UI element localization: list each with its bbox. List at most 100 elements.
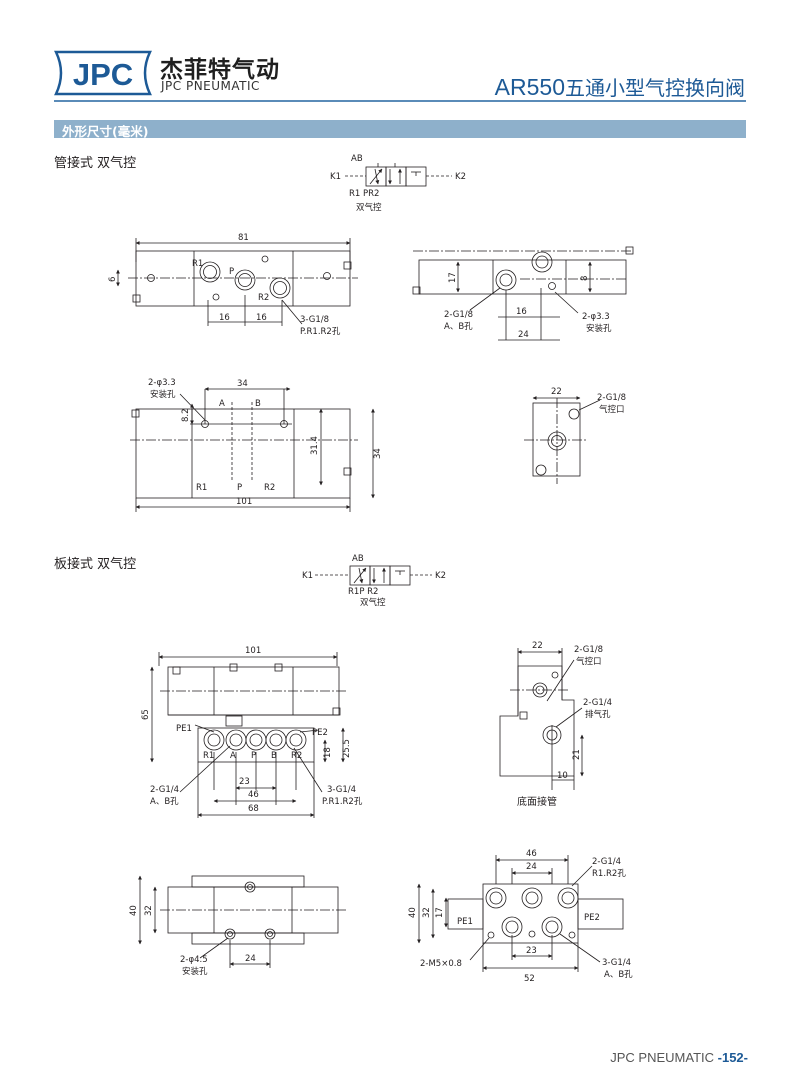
plate-symbol-ab: AB xyxy=(352,554,364,564)
tube-side-view xyxy=(412,246,634,341)
plate-base-dim-24: 24 xyxy=(526,862,537,872)
page-title: AR550五通小型气控换向阀 xyxy=(470,72,745,101)
brand-name-en: JPC PNEUMATIC xyxy=(161,79,260,93)
plate-base-dim-40: 40 xyxy=(408,907,418,918)
title-cn: 五通小型气控换向阀 xyxy=(565,76,745,100)
tube-side-pitch: 16 xyxy=(516,307,527,317)
tube-front-port-r1: R1 xyxy=(196,483,207,493)
plate-base-right-1: 3-G1/4 xyxy=(602,958,631,968)
tube-top-pitch1: 16 xyxy=(219,313,230,323)
plate-front-pe2: PE2 xyxy=(312,728,328,738)
plate-front-port-label: A xyxy=(230,751,236,761)
tube-type-heading: 管接式 双气控 xyxy=(54,156,137,171)
plate-front-port-label: R1 xyxy=(203,751,214,761)
plate-base-pe2: PE2 xyxy=(584,913,600,923)
plate-front-port-label: R2 xyxy=(291,751,302,761)
plate-symbol-k1: K1 xyxy=(302,571,313,581)
logo-text: JPC xyxy=(73,57,133,92)
plate-top-dim-24: 24 xyxy=(245,954,256,964)
tube-side-right-dim: 8 xyxy=(580,276,590,281)
tube-front-port-r2: R2 xyxy=(264,483,275,493)
plate-base-dim-17: 17 xyxy=(435,907,445,918)
plate-front-right-1: 3-G1/4 xyxy=(327,785,356,795)
plate-top-hole-1: 2-φ4.5 xyxy=(180,955,208,965)
plate-side-top-2: 气控口 xyxy=(576,656,602,667)
header-rule xyxy=(54,100,746,102)
tube-front-dim-314: 31.4 xyxy=(310,436,320,455)
tube-top-port-r1: R1 xyxy=(192,259,203,269)
plate-base-dim-32: 32 xyxy=(422,907,432,918)
plate-side-mid-1: 2-G1/4 xyxy=(583,698,612,708)
plate-front-left-1: 2-G1/4 xyxy=(150,785,179,795)
tube-front-width: 101 xyxy=(236,497,252,507)
plate-top-hole-2: 安装孔 xyxy=(182,966,208,977)
plate-type-heading: 板接式 双气控 xyxy=(54,557,137,572)
plate-base-top-1: 2-G1/4 xyxy=(592,857,621,867)
plate-base-pe1: PE1 xyxy=(457,917,473,927)
tube-side-left-1: 2-G1/8 xyxy=(444,310,473,320)
title-model: AR550 xyxy=(494,74,565,100)
tube-front-hole-1: 2-φ3.3 xyxy=(148,378,176,388)
tube-top-port-p: P xyxy=(229,267,234,277)
plate-front-width: 101 xyxy=(245,646,261,656)
tube-side-width: 24 xyxy=(518,330,529,340)
plate-symbol-ports: R1P R2 xyxy=(348,587,378,597)
plate-front-dim-255: 25.5 xyxy=(342,739,352,758)
plate-front-height: 65 xyxy=(141,709,151,720)
plate-symbol-caption: 双气控 xyxy=(360,597,386,608)
plate-front-left-2: A、B孔 xyxy=(150,797,179,807)
tube-front-hole-2: 安装孔 xyxy=(150,389,176,400)
plate-front-port-label: B xyxy=(271,751,277,761)
plate-front-dim-68: 68 xyxy=(248,804,259,814)
tube-end-label-2: 气控口 xyxy=(599,404,625,415)
plate-base-dim-52: 52 xyxy=(524,974,535,984)
tube-side-right-2: 安装孔 xyxy=(586,323,612,334)
plate-base-dim-23: 23 xyxy=(526,946,537,956)
jpc-logo: JPC xyxy=(54,50,152,96)
plate-side-width: 22 xyxy=(532,641,543,651)
plate-front-port-label: P xyxy=(251,751,256,761)
plate-valve-symbol xyxy=(315,565,432,586)
plate-top-view xyxy=(138,875,346,968)
tube-top-callout-1: 3-G1/8 xyxy=(300,315,329,325)
plate-base-dim-46: 46 xyxy=(526,849,537,859)
tube-front-view xyxy=(130,387,375,512)
plate-base-view xyxy=(417,855,624,972)
tube-front-dim-82: 8.2 xyxy=(181,408,191,422)
plate-base-left-callout: 2-M5×0.8 xyxy=(420,959,462,969)
tube-end-width: 22 xyxy=(551,387,562,397)
plate-front-dim-23: 23 xyxy=(239,777,250,787)
section-bar: 外形尺寸(毫米) xyxy=(54,120,746,139)
tube-top-port-r2: R2 xyxy=(258,293,269,303)
tube-valve-symbol xyxy=(345,163,452,187)
plate-front-right-2: P.R1.R2孔 xyxy=(322,797,363,807)
tube-symbol-ports: R1 PR2 xyxy=(349,189,379,199)
section-bar-label: 外形尺寸(毫米) xyxy=(62,124,149,139)
plate-top-dim-40: 40 xyxy=(129,905,139,916)
plate-base-top-2: R1.R2孔 xyxy=(592,869,626,879)
tube-top-dim-left: 6 xyxy=(108,277,118,282)
tube-symbol-k1: K1 xyxy=(330,172,341,182)
plate-front-pe1: PE1 xyxy=(176,724,192,734)
tube-end-view xyxy=(524,396,601,484)
tube-front-port-p: P xyxy=(237,483,242,493)
plate-base-right-2: A、B孔 xyxy=(604,970,633,980)
tube-symbol-caption: 双气控 xyxy=(356,202,382,213)
page-footer: JPC PNEUMATIC -152- xyxy=(560,1050,748,1065)
page-number: -152- xyxy=(717,1050,748,1065)
tube-front-height: 34 xyxy=(373,448,383,459)
plate-top-dim-32: 32 xyxy=(144,905,154,916)
tube-symbol-ab: AB xyxy=(351,154,363,164)
tube-side-right-1: 2-φ3.3 xyxy=(582,312,610,322)
tube-front-port-a: A xyxy=(219,399,225,409)
tube-top-view xyxy=(116,238,358,326)
plate-front-view xyxy=(150,652,346,818)
plate-side-mid-2: 排气孔 xyxy=(585,709,611,720)
tube-side-height: 17 xyxy=(448,272,458,283)
plate-side-view xyxy=(499,648,584,790)
plate-front-dim-46: 46 xyxy=(248,790,259,800)
plate-front-dim-18: 18 xyxy=(323,747,333,758)
tube-front-ab-pitch: 34 xyxy=(237,379,248,389)
plate-side-dim-21: 21 xyxy=(572,749,582,760)
